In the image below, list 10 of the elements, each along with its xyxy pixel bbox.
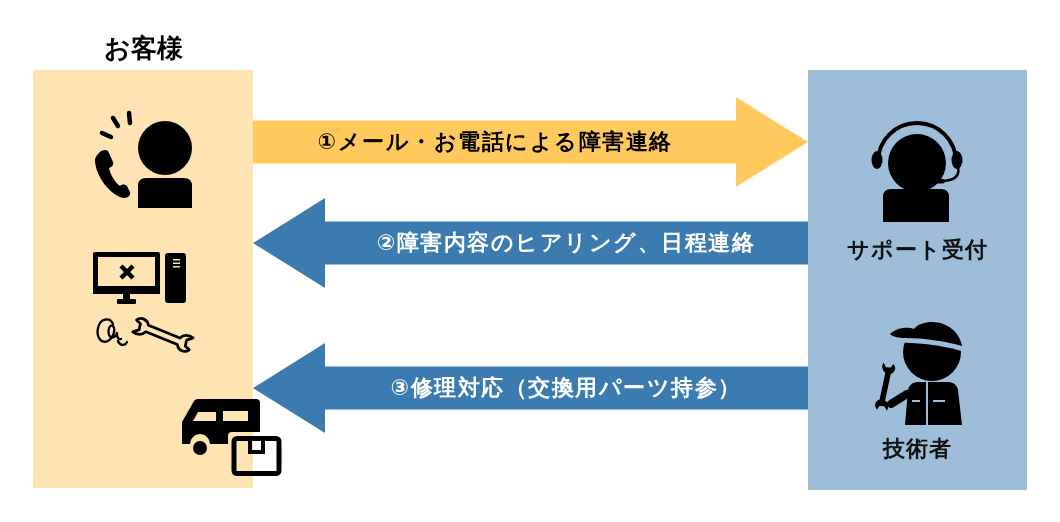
arrow-label: ③修理対応（交換用パーツ持参）: [390, 374, 742, 402]
block-arrow: [253, 343, 808, 433]
arrow-label: ②障害内容のヒアリング、日程連絡: [376, 229, 756, 257]
block-arrow: [253, 97, 808, 187]
arrow-label: ①メール・お電話による障害連絡: [317, 128, 673, 156]
panel-heading: お客様: [103, 32, 183, 64]
role-label: 技術者: [883, 435, 952, 463]
role-label: サポート受付: [847, 236, 988, 264]
block-arrow: [253, 198, 808, 288]
staff-panel: [808, 70, 1027, 490]
